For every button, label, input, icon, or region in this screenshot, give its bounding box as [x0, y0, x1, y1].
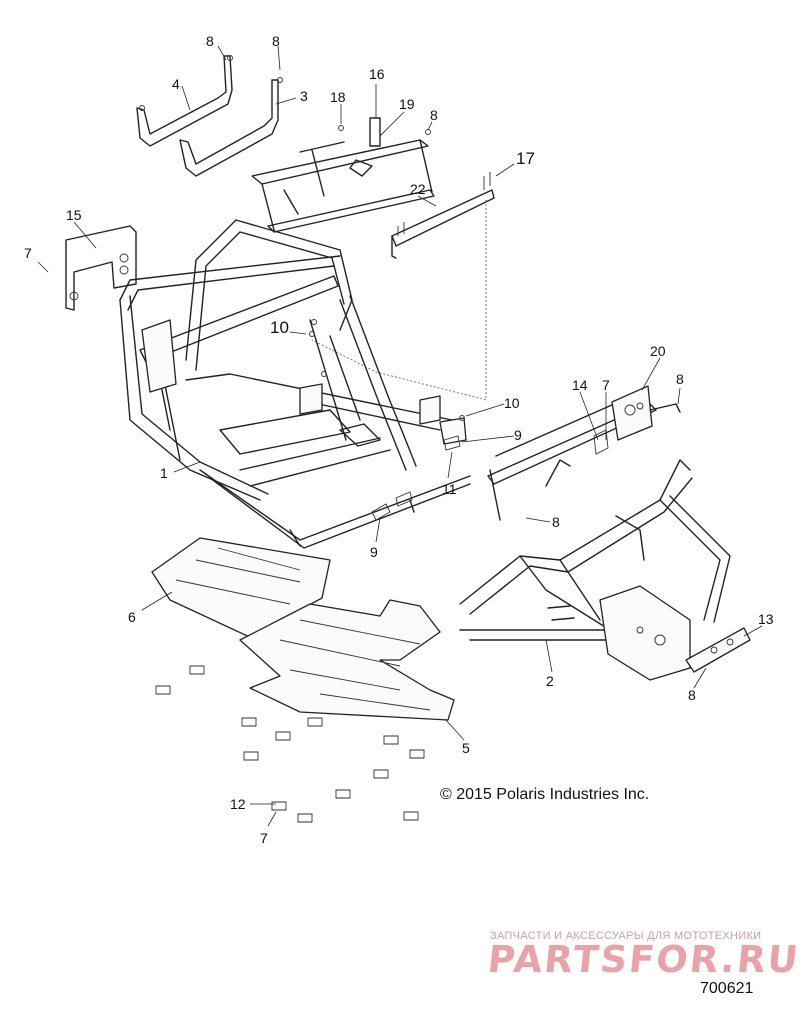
- callout-labels: 8 8 4 3 16 18 19 8 17 22 15 7 10 10 9 11…: [24, 33, 774, 846]
- callout-label: 4: [172, 76, 180, 92]
- callout-label: 8: [552, 514, 560, 530]
- seat-slide-frame-part-16: [251, 117, 435, 233]
- callout-label: 20: [650, 343, 666, 359]
- callout-label: 16: [369, 66, 385, 82]
- rail-part-22: [391, 172, 495, 259]
- seat-bracket-part-3: [179, 77, 283, 177]
- callout-label: 15: [66, 207, 82, 223]
- callout-label: 8: [430, 107, 438, 123]
- callout-label: 9: [370, 544, 378, 560]
- callout-label: 7: [602, 377, 610, 393]
- callout-label: 11: [442, 481, 457, 497]
- callout-label: 14: [572, 377, 588, 393]
- callout-label: 8: [206, 33, 214, 49]
- callout-label: 19: [399, 96, 415, 112]
- rear-subframe-part-2: [459, 459, 731, 681]
- watermark-logo: PARTSFOR.RU: [485, 938, 800, 981]
- callout-label: 7: [260, 830, 268, 846]
- skid-plate-part-6: [151, 537, 331, 641]
- callout-label: 12: [230, 796, 246, 812]
- callout-label: 5: [462, 740, 470, 756]
- callout-label: 8: [272, 33, 280, 49]
- callout-label: 10: [270, 318, 289, 337]
- rear-bracket-part-13: [685, 627, 751, 673]
- callout-label: 2: [546, 673, 554, 689]
- leader-lines: [37, 45, 763, 827]
- callout-label: 8: [688, 687, 696, 703]
- front-bracket-part-15: [65, 225, 137, 311]
- callout-label: 22: [410, 181, 426, 197]
- frame-hardware: [309, 331, 465, 521]
- copyright-notice: © 2015 Polaris Industries Inc.: [440, 786, 650, 803]
- callout-label: 1: [160, 465, 168, 481]
- callout-label: 8: [676, 371, 684, 387]
- rear-crossmember-part-20: [487, 385, 681, 521]
- callout-label: 17: [516, 149, 535, 168]
- callout-label: 9: [514, 427, 522, 443]
- callout-label: 18: [330, 89, 346, 105]
- skid-plate-part-5: [239, 599, 455, 721]
- drawing-number: 700621: [700, 980, 754, 997]
- watermark-subtitle: ЗАПЧАСТИ И АКСЕССУАРЫ ДЛЯ МОТОТЕХНИКИ: [490, 930, 762, 942]
- main-frame-part-1: [119, 219, 471, 549]
- callout-label: 10: [504, 395, 520, 411]
- callout-label: 3: [300, 88, 308, 104]
- seat-bracket-part-4: [136, 55, 233, 147]
- fasteners-part-7: [155, 665, 425, 823]
- callout-label: 7: [24, 245, 32, 261]
- callout-label: 13: [758, 611, 774, 627]
- callout-label: 6: [128, 609, 136, 625]
